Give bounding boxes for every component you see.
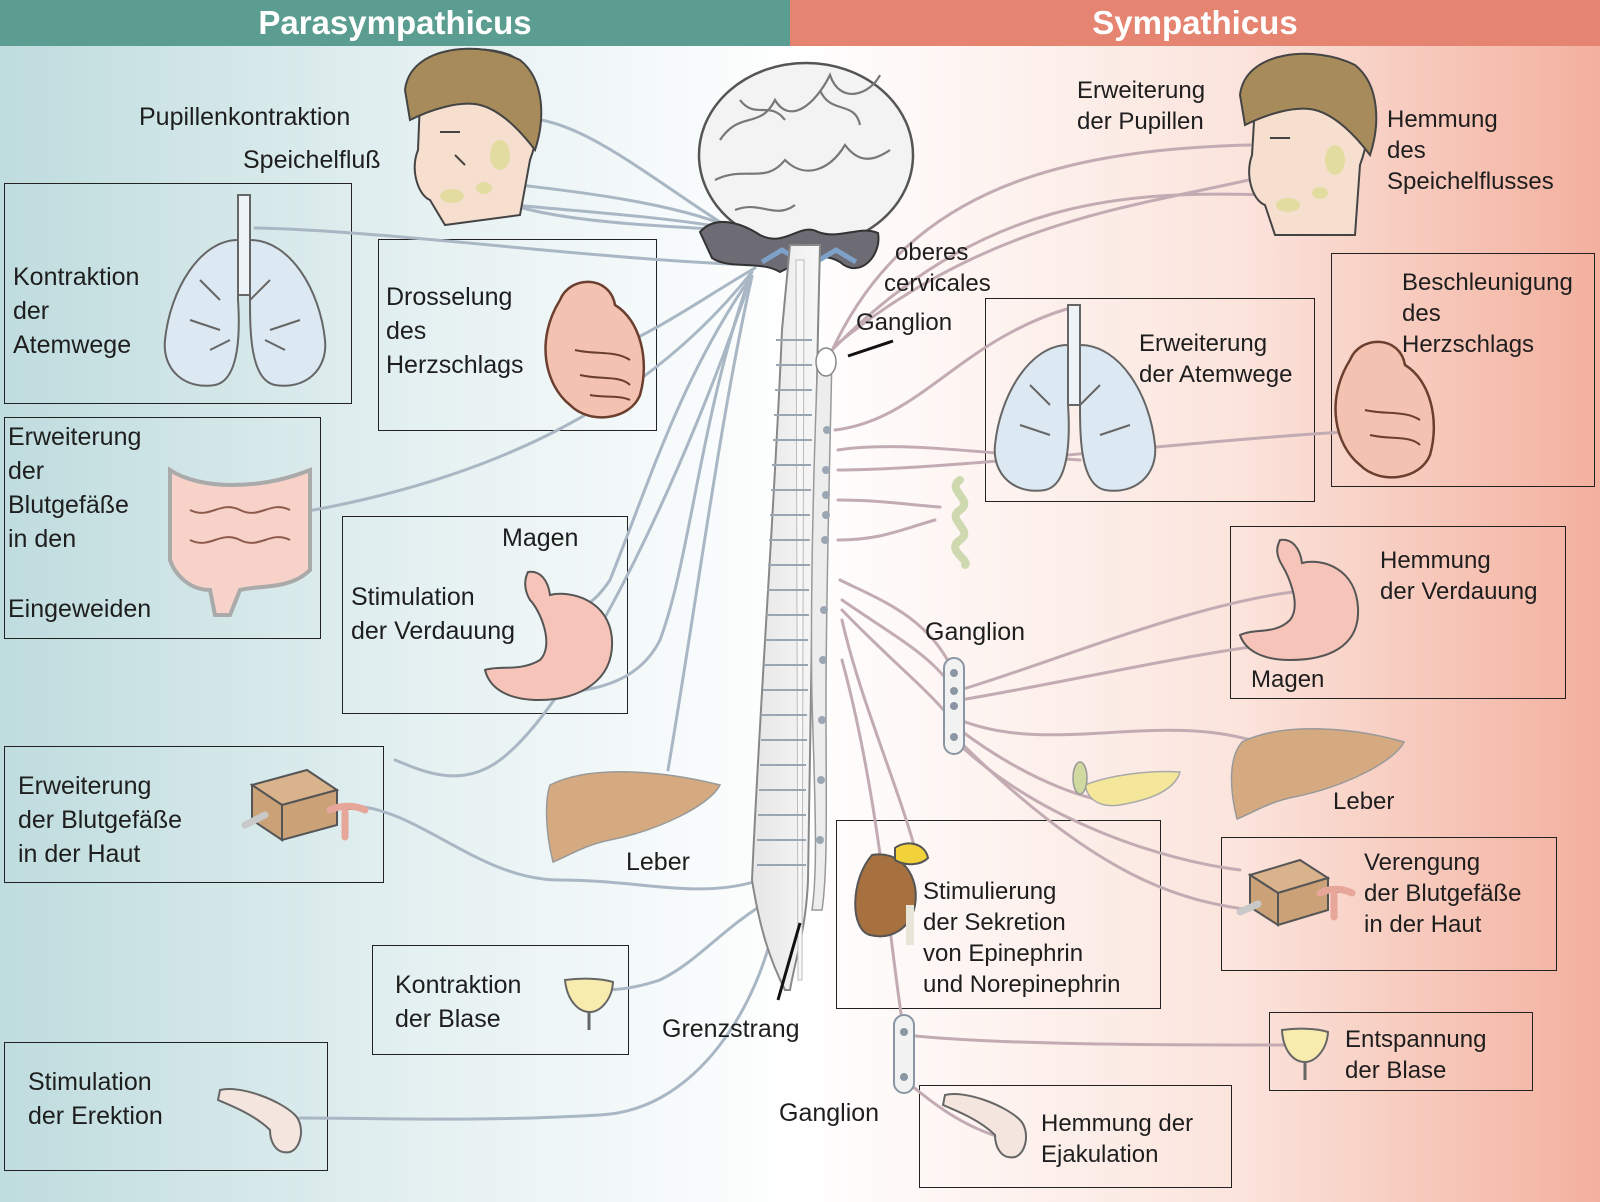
bladder-right-icon [1280, 1027, 1330, 1080]
spinal-cord [750, 244, 822, 991]
box-atemwege-kontraktion [4, 183, 352, 404]
head-left-icon [403, 47, 543, 227]
box-eingeweide [4, 417, 321, 639]
parasympathetic-nerves [253, 116, 777, 1121]
penis-right-icon [941, 1093, 1027, 1159]
bladder-left-icon [563, 977, 615, 1030]
label-speichelfluss: Speichelfluß [243, 146, 381, 174]
sympathetic-chain [776, 339, 894, 1001]
liver-right-icon [1230, 728, 1406, 821]
box-haut-erweiterung [4, 746, 384, 883]
box-atemwege-erweiterung [985, 298, 1315, 502]
box-herzschlag-drosselung [378, 239, 657, 431]
heart-right-icon [1334, 340, 1436, 479]
label-grenzstrang: Grenzstrang [662, 1015, 800, 1043]
label-cervicales: cervicales [884, 270, 991, 297]
label-leber-left: Leber [626, 848, 690, 876]
brain-illustration [697, 61, 915, 274]
skin-vessel-right-icon [1236, 858, 1356, 927]
penis-left-icon [216, 1088, 302, 1154]
stomach-left-icon [483, 570, 614, 702]
label-oberes-cervicales: oberes [895, 239, 969, 266]
box-verdauung-stimulation [342, 516, 628, 714]
intestine-icon [168, 466, 312, 617]
box-ejakulation-hemmung [919, 1085, 1232, 1188]
box-verdauung-hemmung [1230, 526, 1566, 699]
skin-vessel-left-icon [241, 768, 369, 842]
ganglion-middle-icon [943, 657, 965, 755]
label-ganglion-bottom: Ganglion [779, 1099, 880, 1127]
label-pupillenkontraktion: Pupillenkontraktion [139, 103, 351, 131]
label-magen-right: Magen [1251, 666, 1325, 693]
label-eingeweiden: Eingeweiden [8, 595, 152, 623]
sympathicus-background [800, 46, 1600, 1202]
box-erektion-stimulation [4, 1042, 328, 1171]
lungs-right-icon [993, 304, 1157, 492]
box-blase-entspannung [1269, 1012, 1533, 1091]
box-blase-kontraktion [372, 945, 629, 1055]
box-sekretion-stimulierung [836, 820, 1161, 1009]
heart-left-icon [544, 280, 646, 419]
ganglion-bottom-icon [893, 1014, 915, 1094]
liver-left-icon [545, 771, 722, 864]
sympathicus-header: Sympathicus [790, 0, 1600, 46]
label-oberes-ganglion: Ganglion [856, 309, 953, 336]
head-right-icon [1238, 52, 1378, 236]
ganglion-small-coil-icon [951, 476, 970, 569]
parasympathicus-header: Parasympathicus [0, 0, 790, 46]
label-magen-left: Magen [502, 524, 579, 552]
sympathetic-nerves [828, 143, 1347, 1142]
kidney-adrenal-icon [854, 842, 930, 945]
lungs-left-icon [163, 194, 327, 387]
stomach-right-icon [1238, 538, 1360, 662]
label-leber-right: Leber [1333, 788, 1395, 815]
pancreas-icon [1072, 761, 1181, 807]
label-ganglion-middle: Ganglion [925, 618, 1026, 646]
box-herzschlag-beschleunigung [1331, 253, 1595, 487]
